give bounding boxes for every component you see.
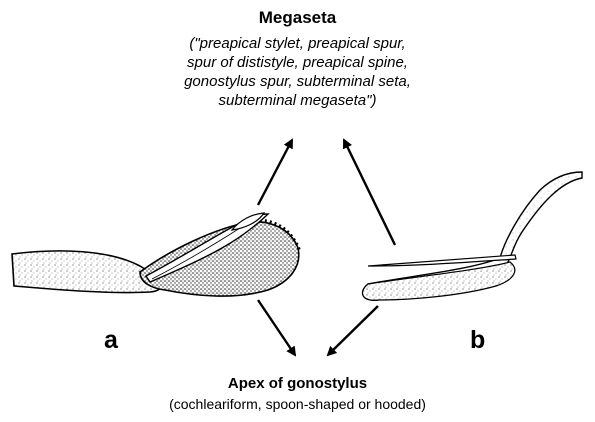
gonostylus-b-hood [363,262,515,300]
synonym-line: ("preapical stylet, preapical spur, [0,34,595,53]
synonym-line: gonostylus spur, subterminal seta, [0,72,595,91]
arrow-megaseta-b [344,140,395,245]
apex-title: Apex of gonostylus [0,375,595,392]
arrow-megaseta-a [258,140,292,205]
arrow-apex-b [328,306,378,355]
gonostylus-a-body [12,251,161,293]
panel-label-a: a [104,326,118,355]
synonym-line: subterminal megaseta") [0,91,595,110]
gonostylus-a [12,213,300,296]
synonym-line: spur of dististyle, preapical spine, [0,53,595,72]
gonostylus-b [363,172,582,300]
panel-label-b: b [470,326,485,355]
megaseta-title: Megaseta [0,8,595,28]
arrow-apex-a [258,300,295,355]
gonostylus-a-apex-spoon [140,222,299,296]
megaseta-synonyms: ("preapical stylet, preapical spur, spur… [0,34,595,110]
apex-description: (cochleariform, spoon-shaped or hooded) [0,396,595,412]
